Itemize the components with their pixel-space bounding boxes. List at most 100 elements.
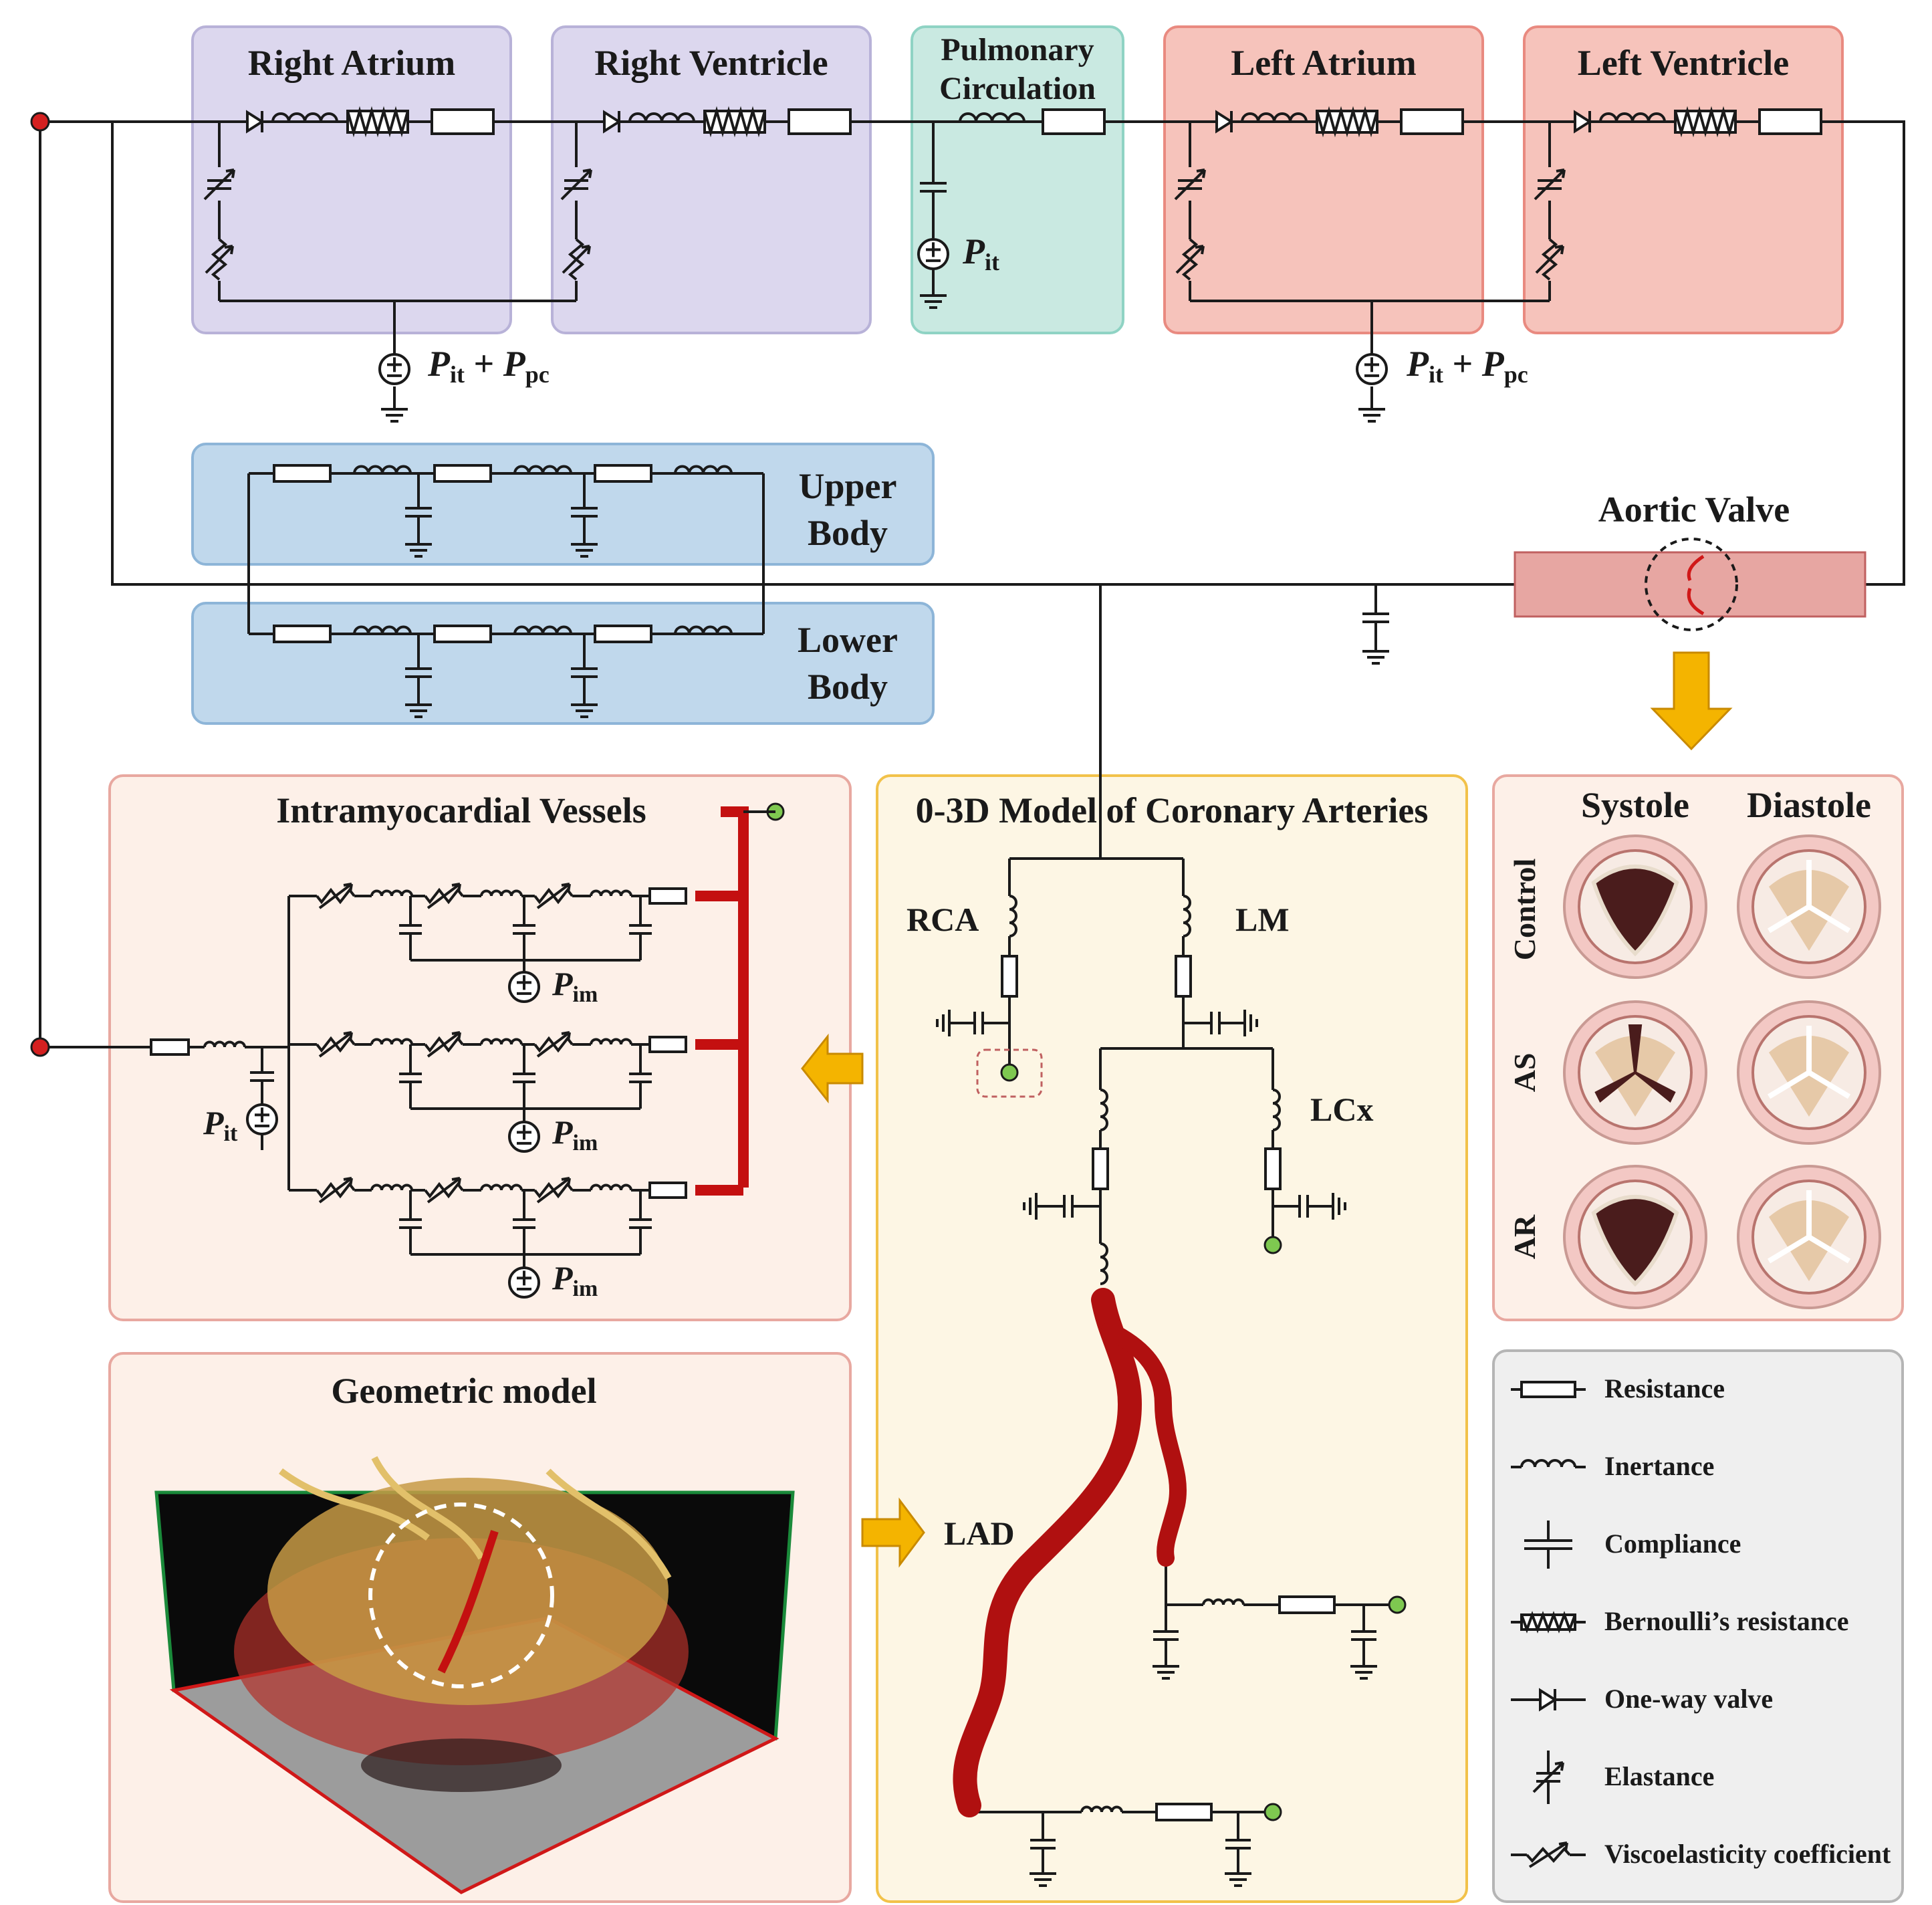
capacitor-icon [1351, 1630, 1376, 1641]
resistor-icon [648, 1182, 687, 1199]
resistor-icon [1001, 955, 1018, 998]
resistor-icon [1092, 1147, 1109, 1190]
aortic-valve-tube [1514, 551, 1866, 618]
ground-icon [571, 703, 598, 718]
viscoelastic-arrow [1528, 1841, 1568, 1868]
viscoelastic-arrow [1535, 245, 1564, 274]
legend-label-elastance: Elastance [1604, 1761, 1714, 1791]
upper-body-label-line1: Upper [799, 466, 897, 506]
capacitor-icon [405, 507, 432, 518]
capacitor-icon [629, 1218, 652, 1229]
intramyocardial-components [150, 802, 785, 1299]
ground-icon [920, 294, 947, 309]
capacitor-icon [1030, 1839, 1056, 1850]
pressure-label-pulmonary: Pit [962, 231, 999, 275]
aortic-valve-leaflet-bottom [1687, 588, 1705, 616]
left-atrium-label: Left Atrium [1231, 43, 1416, 83]
svg-text:Pim: Pim [552, 965, 598, 1007]
resistor-icon [594, 625, 652, 643]
ground-icon [1023, 1193, 1038, 1220]
inductor-icon [1202, 1598, 1245, 1605]
ground-icon [1225, 1872, 1251, 1887]
upper-body-label-line2: Body [808, 513, 888, 553]
pulmonary-circulation-panel [911, 25, 1124, 334]
inductor-icon [513, 465, 572, 474]
node-mid-left [30, 1037, 50, 1057]
rca-label: RCA [907, 901, 979, 938]
left-ventricle-panel [1523, 25, 1844, 334]
left-ventricle-label: Left Ventricle [1578, 43, 1789, 83]
node-top-left [30, 112, 50, 132]
pressure-source-sign [517, 975, 531, 995]
valve-icon [1539, 1688, 1558, 1712]
capacitor-icon [1210, 1012, 1221, 1034]
bernoulli-zigzag [1316, 106, 1378, 138]
rca-outlet-highlight [976, 1048, 1043, 1098]
resistor-icon [273, 464, 332, 483]
inductor-icon [1009, 895, 1017, 937]
inductor-icon [674, 465, 733, 474]
main-circuit-wires [39, 120, 1905, 1048]
inductor-icon [590, 889, 632, 897]
elastance-arrow [1532, 1761, 1564, 1793]
capacitor-icon [405, 667, 432, 678]
ground-icon [1332, 1193, 1346, 1220]
svg-text:Pit + Ppc: Pit + Ppc [427, 344, 550, 388]
leaflets [1595, 1036, 1675, 1117]
resistor-icon [648, 1036, 687, 1053]
capacitor-icon [1153, 1630, 1179, 1641]
pressure-label-im-3: Pim [552, 1259, 598, 1301]
resistor-icon [273, 625, 332, 643]
svg-text:Pit: Pit [203, 1104, 238, 1146]
capacitor-icon [399, 1218, 422, 1229]
node-green-lcx-distal [1388, 1595, 1407, 1614]
bernoulli-zigzag [703, 106, 766, 138]
elastance-icon [1538, 179, 1562, 190]
ground-icon [381, 408, 408, 423]
pulmonary-label-line2: Circulation [939, 71, 1096, 106]
elastance-arrow [1174, 169, 1206, 201]
capacitor-icon [513, 1073, 535, 1083]
resistor-icon [1520, 1381, 1576, 1398]
geometric-model-image [154, 1456, 795, 1894]
inductor-icon [590, 1184, 632, 1191]
svg-text:Pim: Pim [552, 1259, 598, 1301]
valve-icon [246, 110, 265, 134]
capacitor-icon [399, 1073, 422, 1083]
capacitor-icon [629, 1073, 652, 1083]
coaptation-lines [1767, 1026, 1851, 1099]
right-ventricle-panel [551, 25, 872, 334]
elastance-icon [1178, 179, 1202, 190]
elastance-arrow [560, 169, 592, 201]
ground-icon [405, 703, 432, 718]
viscoelastic-arrow [536, 1031, 571, 1058]
capacitor-icon [571, 507, 598, 518]
diastole-label: Diastole [1747, 785, 1871, 825]
node-green-lad [1263, 1803, 1282, 1821]
capacitor-icon [1362, 612, 1389, 623]
capacitor-icon [513, 924, 535, 935]
coaptation-lines [1767, 860, 1851, 933]
capacitor-icon [1298, 1195, 1309, 1218]
elastance-icon [207, 179, 231, 190]
viscoelastic-arrow [205, 245, 234, 274]
resistor-icon [648, 887, 687, 905]
coronary-model-panel [876, 774, 1468, 1903]
resistor-icon [1175, 955, 1192, 998]
ground-icon [1362, 650, 1389, 665]
ground-icon [936, 1010, 951, 1036]
inductor-icon [1183, 895, 1191, 937]
viscoelastic-arrow [318, 883, 353, 909]
node-green-rca [1000, 1063, 1019, 1082]
pressure-label-right: Pit + Ppc [427, 344, 550, 388]
ground-icon [1243, 1010, 1258, 1036]
aortic-valve-leaflet-top [1687, 554, 1705, 582]
legend-label-viscoelasticity: Viscoelasticity coefficient [1604, 1839, 1891, 1869]
viscoelastic-arrow [318, 1177, 353, 1204]
pressure-label-left: Pit + Ppc [1406, 344, 1528, 388]
arrow-left-icon [801, 1033, 864, 1104]
pressure-source-sign [387, 357, 402, 377]
valve-discs [1563, 834, 1881, 1309]
ground-icon [1153, 1665, 1179, 1680]
